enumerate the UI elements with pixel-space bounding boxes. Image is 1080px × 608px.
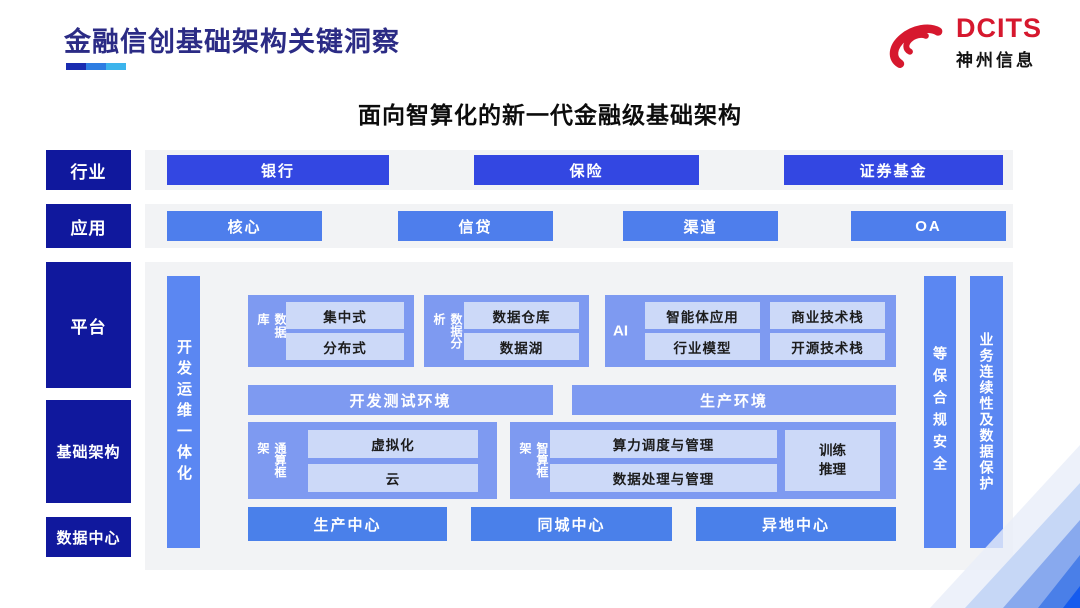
devops-vertical-bar: 开发运维一体化 <box>167 276 200 548</box>
inference-label: 推理 <box>819 461 846 477</box>
ai-item-opensource-stack: 开源技术栈 <box>770 333 885 360</box>
general-compute-label: 通算框架 <box>256 441 287 478</box>
general-compute-cloud: 云 <box>308 464 478 492</box>
industry-item-securities: 证券基金 <box>784 155 1003 185</box>
application-item-oa: OA <box>851 211 1006 241</box>
general-compute-virtualization: 虚拟化 <box>308 430 478 458</box>
layer-label-datacenter: 数据中心 <box>46 517 131 557</box>
analytics-group-label: 数据分析 <box>432 313 463 349</box>
underline-segment-medium <box>86 63 106 70</box>
layer-label-application: 应用 <box>46 204 131 248</box>
layer-label-infrastructure: 基础架构 <box>46 400 131 503</box>
security-bar-label: 等保合规安全 <box>932 346 948 478</box>
analytics-group: 数据分析 数据仓库 数据湖 <box>424 295 589 367</box>
company-logo: DCITS 神州信息 <box>884 14 1042 72</box>
training-inference-box: 训练 推理 <box>785 430 880 491</box>
dcits-swirl-icon <box>889 24 943 68</box>
application-item-core: 核心 <box>167 211 322 241</box>
architecture-panel: 开发运维一体化 等保合规安全 业务连续性及数据保护 数据库 集中式 分布式 数据… <box>145 262 1013 570</box>
ai-item-agent-apps: 智能体应用 <box>645 302 760 329</box>
layer-label-platform: 平台 <box>46 262 131 388</box>
application-item-credit: 信贷 <box>398 211 553 241</box>
industry-item-insurance: 保险 <box>474 155 699 185</box>
compute-scheduling-management: 算力调度与管理 <box>550 430 777 458</box>
page-title: 金融信创基础架构关键洞察 <box>64 27 400 57</box>
intelligent-compute-label: 智算框架 <box>518 441 549 478</box>
database-item-distributed: 分布式 <box>286 333 404 360</box>
ai-group-label: AI <box>613 322 628 340</box>
training-label: 训练 <box>819 442 846 458</box>
ai-item-commercial-stack: 商业技术栈 <box>770 302 885 329</box>
intelligent-compute-group: 智算框架 算力调度与管理 数据处理与管理 训练 推理 <box>510 422 896 499</box>
industry-item-bank: 银行 <box>167 155 389 185</box>
underline-segment-light <box>106 63 126 70</box>
analytics-item-warehouse: 数据仓库 <box>464 302 579 329</box>
data-processing-management: 数据处理与管理 <box>550 464 777 492</box>
database-group: 数据库 集中式 分布式 <box>248 295 414 367</box>
ai-item-industry-models: 行业模型 <box>645 333 760 360</box>
devops-bar-label: 开发运维一体化 <box>175 338 192 486</box>
production-center: 生产中心 <box>248 507 447 541</box>
logo-company-name: 神州信息 <box>956 51 1036 70</box>
analytics-item-lake: 数据湖 <box>464 333 579 360</box>
logo-brand: DCITS <box>956 13 1042 43</box>
general-compute-group: 通算框架 虚拟化 云 <box>248 422 497 499</box>
underline-segment-dark <box>66 63 86 70</box>
remote-center: 异地中心 <box>696 507 896 541</box>
security-vertical-bar: 等保合规安全 <box>924 276 956 548</box>
ai-group: AI 智能体应用 商业技术栈 行业模型 开源技术栈 <box>605 295 896 367</box>
dev-test-environment: 开发测试环境 <box>248 385 553 415</box>
database-item-centralized: 集中式 <box>286 302 404 329</box>
application-item-channel: 渠道 <box>623 211 778 241</box>
layer-label-industry: 行业 <box>46 150 131 190</box>
title-underline <box>66 63 126 70</box>
logo-text: DCITS 神州信息 <box>956 15 1042 71</box>
production-environment: 生产环境 <box>572 385 896 415</box>
continuity-bar-label: 业务连续性及数据保护 <box>978 332 995 492</box>
same-city-center: 同城中心 <box>471 507 672 541</box>
database-group-label: 数据库 <box>256 313 287 339</box>
diagram-title: 面向智算化的新一代金融级基础架构 <box>358 102 742 128</box>
continuity-vertical-bar: 业务连续性及数据保护 <box>970 276 1003 548</box>
